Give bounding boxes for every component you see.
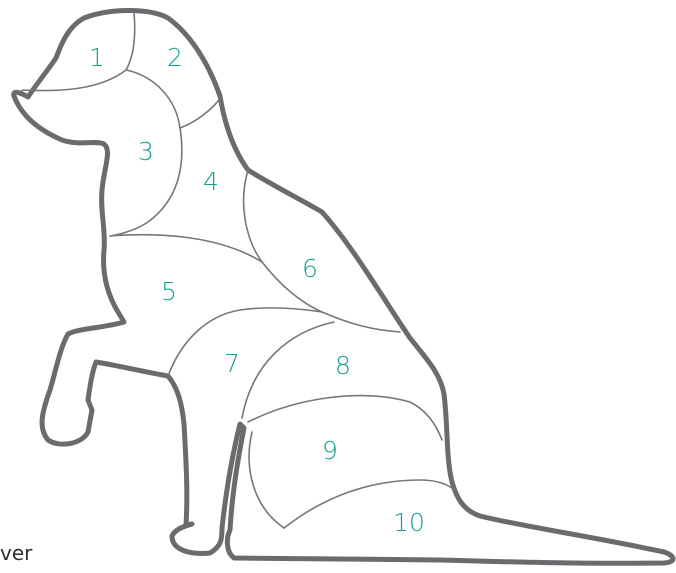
divider-2-ear (126, 70, 180, 128)
divider-leg-9 (249, 432, 284, 528)
region-label-3: 3 (138, 137, 154, 166)
region-label-1: 1 (89, 43, 105, 72)
region-label-4: 4 (203, 167, 219, 196)
divider-3-5 (110, 235, 262, 262)
divider-5-7 (168, 308, 322, 376)
region-label-6: 6 (302, 254, 318, 283)
dog-silhouette-outline (14, 11, 673, 564)
region-label-7: 7 (224, 349, 240, 378)
divider-7-8 (242, 322, 334, 418)
divider-1-2 (126, 12, 135, 70)
divider-9-10 (284, 480, 454, 528)
divider-8-9 (248, 396, 442, 440)
region-label-5: 5 (161, 277, 177, 306)
region-label-9: 9 (322, 436, 338, 465)
region-label-8: 8 (335, 351, 351, 380)
divider-2-4 (180, 96, 222, 128)
caption-text: ver (0, 543, 32, 563)
region-label-10: 10 (393, 508, 425, 537)
region-label-2: 2 (167, 43, 183, 72)
divider-4-6 (244, 170, 262, 262)
